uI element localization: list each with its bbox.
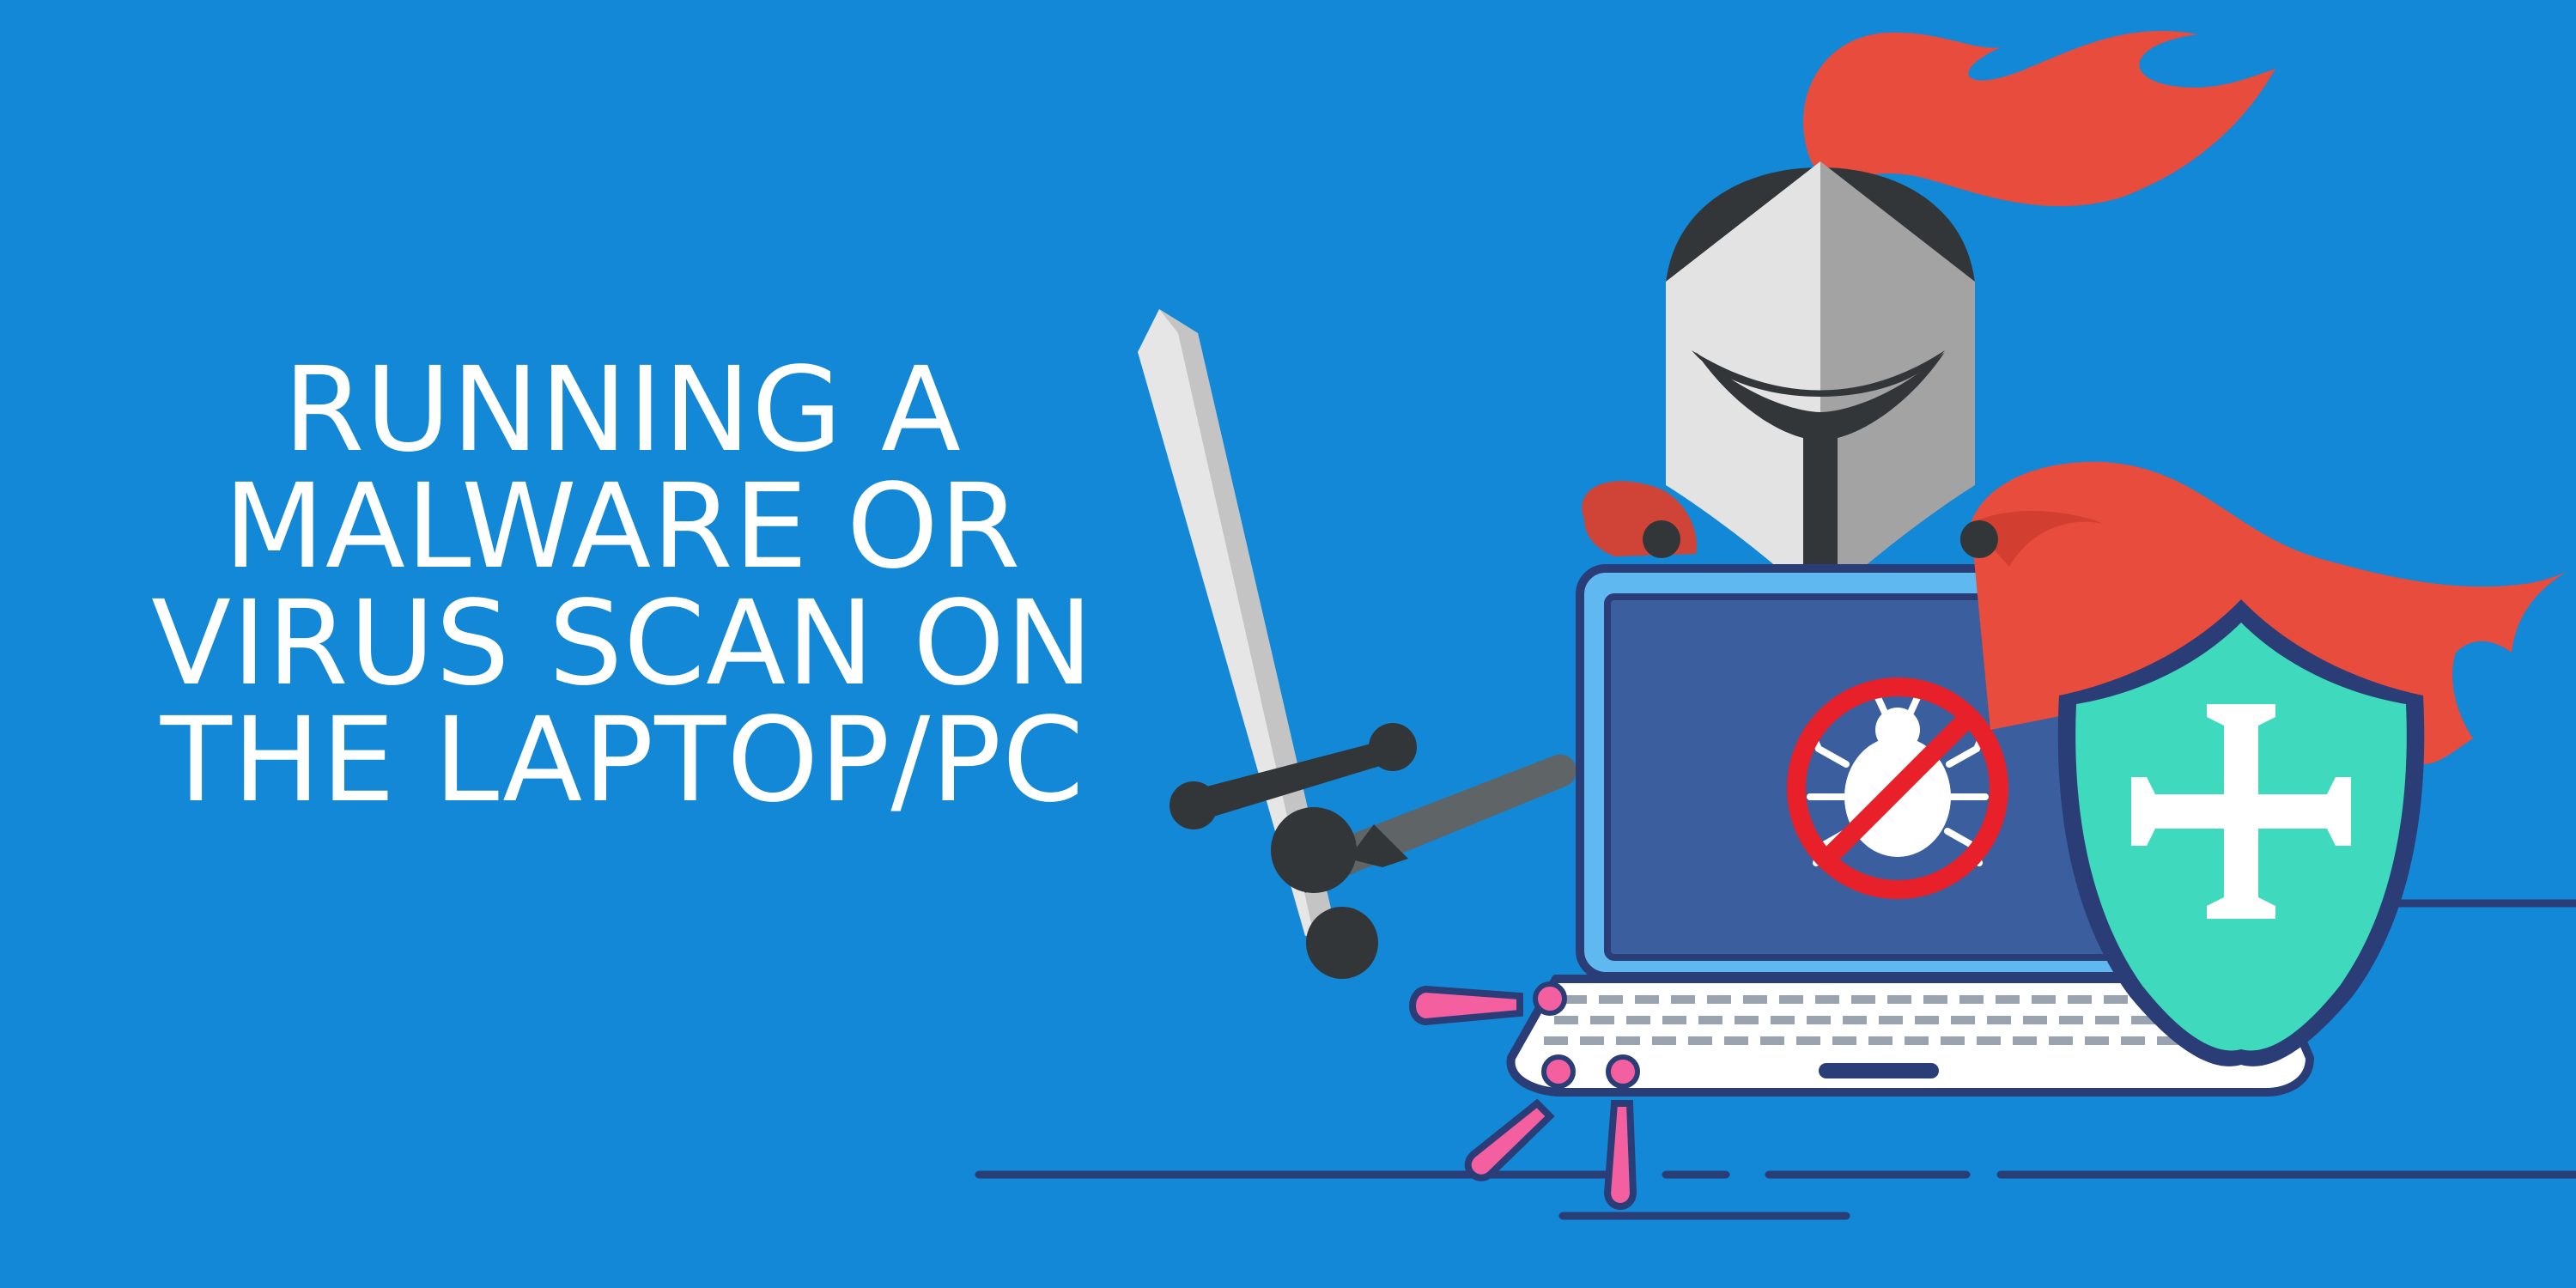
headline-line-1: RUNNING A bbox=[283, 343, 962, 478]
sword-icon bbox=[1138, 309, 1577, 979]
plume-icon bbox=[1803, 30, 2275, 207]
headline: RUNNING A MALWARE OR VIRUS SCAN ON THE L… bbox=[52, 352, 1194, 819]
knight-helmet-icon bbox=[1666, 161, 1975, 605]
headline-line-4: THE LAPTOP/PC bbox=[160, 693, 1085, 829]
headline-line-2: MALWARE OR bbox=[223, 459, 1022, 595]
pink-spark-icons bbox=[1409, 981, 1640, 1210]
ground-lines bbox=[975, 899, 2576, 1220]
headline-line-3: VIRUS SCAN ON bbox=[151, 576, 1094, 712]
shield-cross-icon bbox=[2057, 599, 2425, 1066]
keyboard-keys bbox=[1544, 995, 2267, 1045]
no-bug-icon bbox=[1787, 677, 2008, 899]
